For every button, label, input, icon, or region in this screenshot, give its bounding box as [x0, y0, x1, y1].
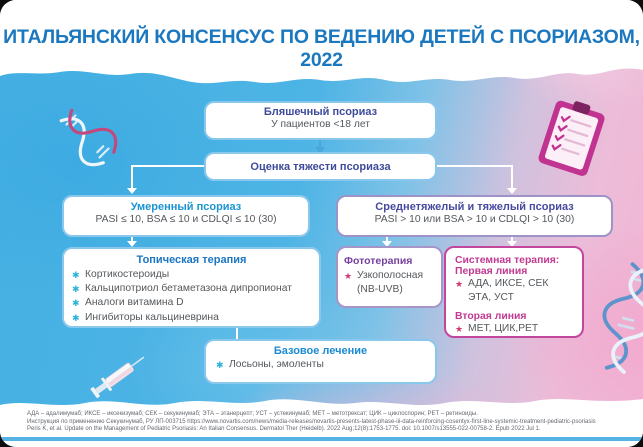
list-item: ★ Узкополосная (NB-UVB) [344, 269, 435, 297]
second-line-label: Вторая линия [455, 311, 527, 323]
arrowhead-icon [382, 241, 392, 247]
therapy-item: МЕТ, ЦИК,РЕТ [468, 323, 539, 335]
node-subtitle: У пациентов <18 лет [271, 119, 370, 130]
first-line-label: Первая линия [455, 266, 528, 277]
arrowhead-icon [127, 188, 137, 194]
footnotes: АДА – адалимумаб; ИКСЕ – иксекизумаб; СЕ… [27, 411, 639, 434]
therapy-item: Лосьоны, эмоленты [229, 359, 324, 370]
node-topical-therapy: Топическая терапия ✱ Кортикостероиды ✱ К… [62, 247, 321, 328]
star-bullet-icon: ★ [455, 324, 464, 335]
node-subtitle: PASI > 10 или BSA > 10 и CDLQI > 10 (30) [374, 214, 575, 225]
node-phototherapy: Фототерапия ★ Узкополосная (NB-UVB) [336, 246, 443, 308]
list-item: ★ АДА, ИКСЕ, СЕК ЭТА, УСТ [455, 277, 573, 305]
star-bullet-icon: ✱ [72, 312, 80, 323]
connector-branch-right [511, 165, 513, 189]
node-title: Бляшечный псориаз [263, 106, 378, 118]
connector-severe-phototherapy [386, 237, 388, 242]
star-bullet-icon: ★ [344, 271, 353, 281]
reference-line: Peris K, et al. Update on the Management… [27, 426, 541, 433]
connector-plaque-assessment [319, 139, 321, 148]
node-title: Среднетяжелый и тяжелый псориаз [375, 201, 574, 213]
star-bullet-icon: ✱ [216, 360, 224, 370]
connector-branch-left [131, 165, 205, 167]
node-severity-assessment: Оценка тяжести псориаза [204, 152, 437, 181]
therapy-item: Узкополосная (NB-UVB) [357, 270, 424, 296]
star-bullet-icon: ★ [455, 279, 464, 289]
list-item: ✱ Лосьоны, эмоленты [216, 358, 425, 372]
connector-branch-left [131, 165, 133, 189]
therapy-item: Ингибиторы кальциневрина [85, 311, 219, 323]
abbreviations-line: АДА – адалимумаб; ИКСЕ – иксекизумаб; СЕ… [27, 411, 478, 417]
bottom-accent-bar [0, 437, 643, 441]
node-systemic-therapy: Системная терапия: Первая линия ★ АДА, И… [444, 246, 584, 338]
list-item: ✱ Кальципотриол бетаметазона дипропионат [72, 282, 311, 296]
node-title: Фототерапия [344, 255, 413, 267]
list-item: ✱ Ингибиторы кальциневрина [72, 311, 311, 325]
node-moderate-psoriasis: Умеренный псориаз PASI ≤ 10, BSA ≤ 10 и … [62, 195, 310, 237]
therapy-item: Аналоги витамина D [85, 297, 184, 309]
node-title: Системная терапия: [455, 255, 560, 266]
instruction-line: Инструкция по применению Секукинумаб, РУ… [27, 418, 596, 425]
node-severe-psoriasis: Среднетяжелый и тяжелый псориаз PASI > 1… [336, 195, 613, 237]
therapy-item: Кальципотриол бетаметазона дипропионат [85, 283, 292, 295]
node-plaque-psoriasis: Бляшечный псориаз У пациентов <18 лет [204, 101, 437, 140]
list-item: ✱ Кортикостероиды [72, 268, 311, 282]
star-bullet-icon: ✱ [72, 270, 80, 280]
page-title: ИТАЛЬЯНСКИЙ КОНСЕНСУС ПО ВЕДЕНИЮ ДЕТЕЙ С… [3, 26, 640, 71]
node-subtitle: PASI ≤ 10, BSA ≤ 10 и CDLQI ≤ 10 (30) [95, 214, 277, 225]
list-item: ★ МЕТ, ЦИК,РЕТ [455, 322, 573, 336]
node-title: Умеренный псориаз [130, 201, 242, 213]
star-bullet-icon: ✱ [72, 284, 80, 295]
node-title: Топическая терапия [136, 254, 247, 266]
node-title: Оценка тяжести псориаза [250, 160, 391, 173]
node-title: Базовое лечение [273, 345, 368, 357]
arrowhead-icon [127, 241, 137, 247]
arrowhead-icon [507, 188, 517, 194]
connector-branch-right [436, 165, 513, 167]
arrowhead-icon [315, 147, 325, 154]
node-basic-care: Базовое лечение ✱ Лосьоны, эмоленты [204, 339, 437, 384]
star-bullet-icon: ✱ [72, 298, 80, 309]
connector-severe-systemic [511, 237, 513, 242]
therapy-item: АДА, ИКСЕ, СЕК ЭТА, УСТ [468, 278, 549, 304]
therapy-item: Кортикостероиды [85, 269, 170, 280]
connector-topical-basic [236, 328, 238, 340]
arrowhead-icon [507, 241, 517, 247]
connector-moderate-topical [131, 237, 133, 242]
list-item: ✱ Аналоги витамина D [72, 296, 311, 310]
